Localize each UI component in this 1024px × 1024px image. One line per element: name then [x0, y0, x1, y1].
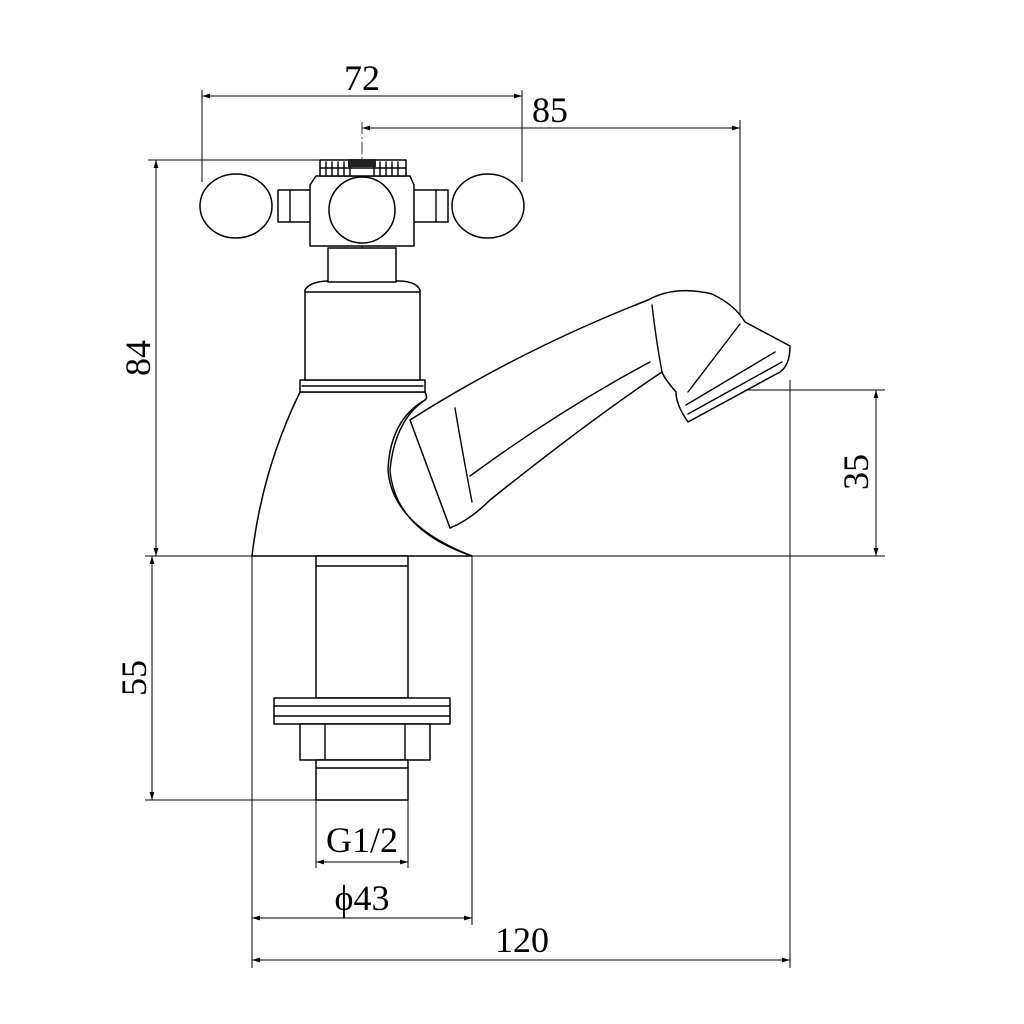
dim-label-base-diameter: ϕ43: [335, 878, 390, 918]
dim-label-overall-length: 120: [495, 920, 549, 960]
dimension-lines: [149, 93, 879, 963]
dim-label-spout-reach: 85: [532, 90, 568, 130]
tap-body: [199, 159, 791, 557]
dim-label-shank-length: 55: [114, 660, 154, 696]
shank-assembly: [273, 555, 451, 801]
dim-label-top-width: 72: [344, 58, 380, 98]
dim-label-height-above-deck: 84: [118, 340, 158, 376]
dim-label-spout-height: 35: [836, 454, 876, 490]
dim-label-thread: G1/2: [326, 820, 398, 860]
